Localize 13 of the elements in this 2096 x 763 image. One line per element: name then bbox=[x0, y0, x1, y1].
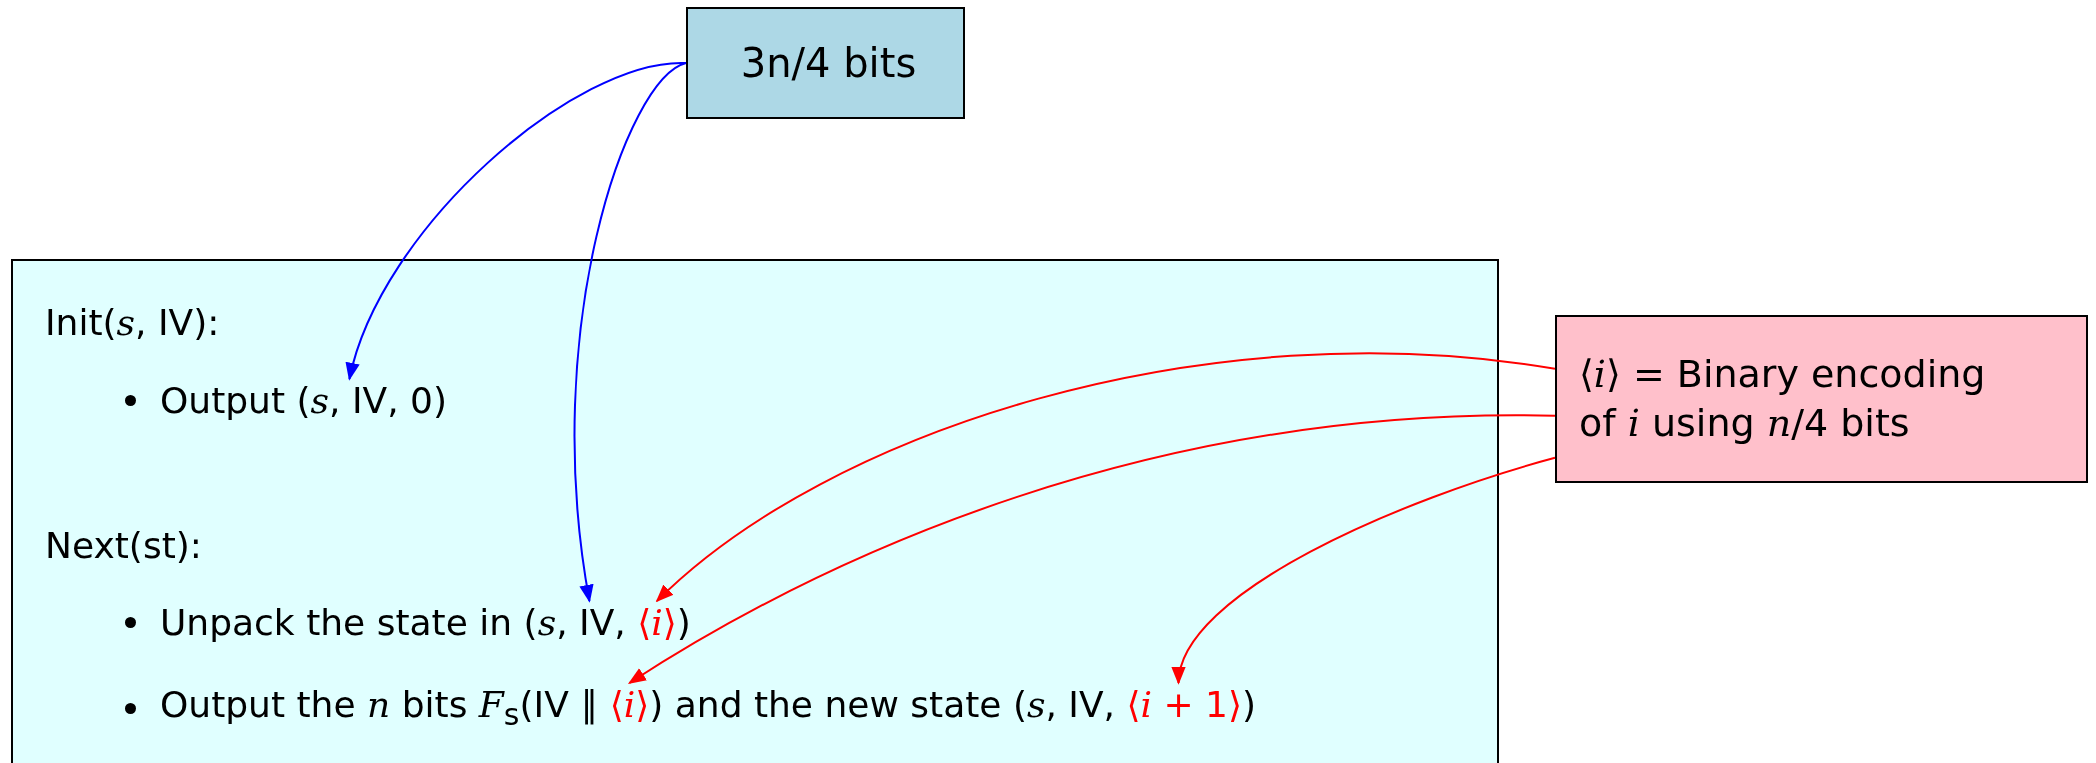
arrow bbox=[1174, 456, 1556, 685]
arrow bbox=[346, 62, 687, 381]
bits-box: 3n/4 bits bbox=[686, 7, 965, 119]
arrow bbox=[574, 62, 687, 603]
text-line: Unpack the state in (s, IV, ⟨i⟩) bbox=[160, 601, 691, 645]
text-line: Output (s, IV, 0) bbox=[160, 379, 447, 423]
arrow bbox=[655, 352, 1556, 603]
arrow bbox=[627, 414, 1556, 684]
panel-box bbox=[11, 259, 1499, 763]
note-box: ⟨i⟩ = Binary encoding of i using n/4 bits bbox=[1555, 315, 2088, 483]
text-line: Output the n bits F$_{s}$(IV ∥ ⟨i⟩) and the new state (s, IV, ⟨i + 1⟩) bbox=[160, 683, 1257, 734]
text-line: Init(s, IV): bbox=[45, 301, 220, 345]
text-line: Next(st): bbox=[45, 524, 202, 568]
